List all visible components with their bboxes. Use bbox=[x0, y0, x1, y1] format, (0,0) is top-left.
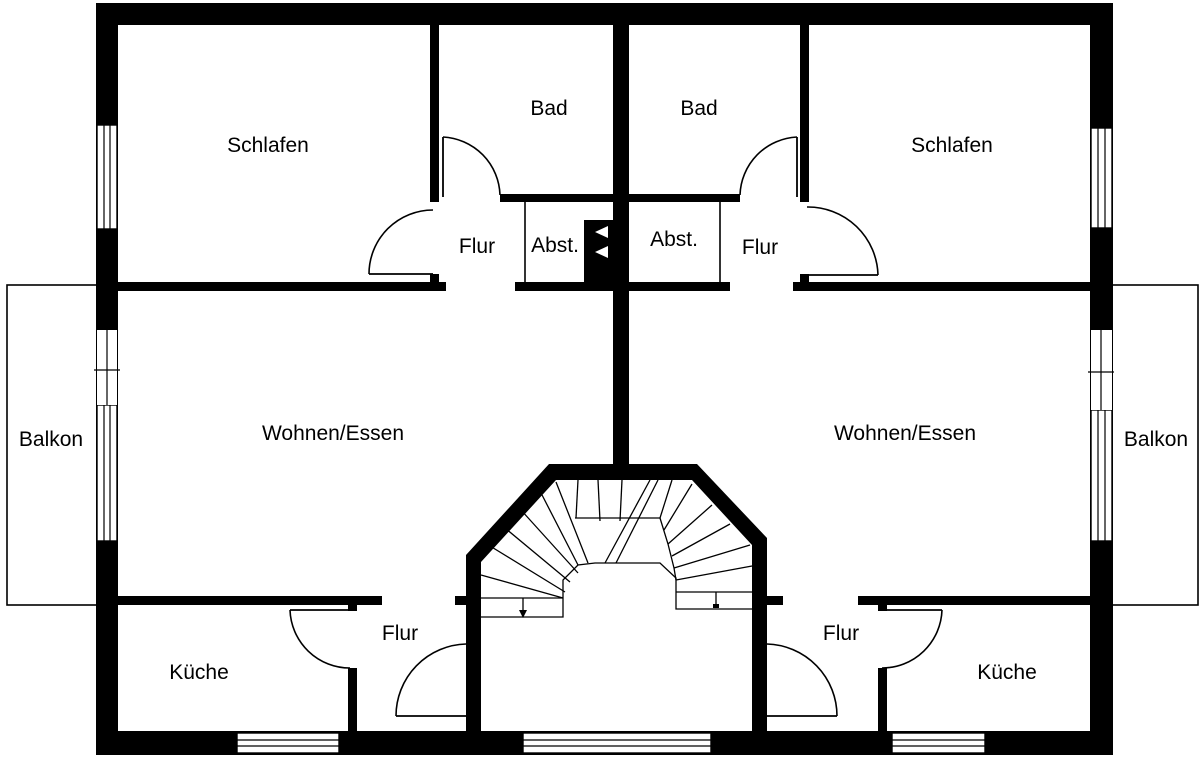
room-label-living-left: Wohnen/Essen bbox=[262, 422, 404, 445]
stairwell bbox=[466, 226, 767, 735]
room-label-hall-top-right: Flur bbox=[742, 236, 778, 259]
room-label-bedroom-right: Schlafen bbox=[911, 134, 993, 157]
room-label-balcony-right: Balkon bbox=[1124, 428, 1188, 451]
room-label-bedroom-left: Schlafen bbox=[227, 134, 309, 157]
room-label-kitchen-left: Küche bbox=[169, 661, 229, 684]
room-label-kitchen-right: Küche bbox=[977, 661, 1037, 684]
room-label-living-right: Wohnen/Essen bbox=[834, 422, 976, 445]
room-label-hall-top-left: Flur bbox=[459, 235, 495, 258]
room-label-bath-right: Bad bbox=[680, 97, 717, 120]
room-label-hall-bottom-right: Flur bbox=[823, 622, 859, 645]
room-label-storage-left: Abst. bbox=[531, 234, 579, 257]
interior-walls bbox=[118, 20, 1093, 738]
storage-closets bbox=[524, 202, 721, 284]
room-label-balcony-left: Balkon bbox=[19, 428, 83, 451]
room-labels: Schlafen Bad Flur Abst. Wohnen/Essen Bal… bbox=[19, 97, 1188, 684]
outer-walls bbox=[96, 3, 1113, 755]
room-label-hall-bottom-left: Flur bbox=[382, 622, 418, 645]
room-label-bath-left: Bad bbox=[530, 97, 567, 120]
room-label-storage-right: Abst. bbox=[650, 228, 698, 251]
windows bbox=[94, 124, 1114, 754]
doors bbox=[289, 136, 943, 717]
